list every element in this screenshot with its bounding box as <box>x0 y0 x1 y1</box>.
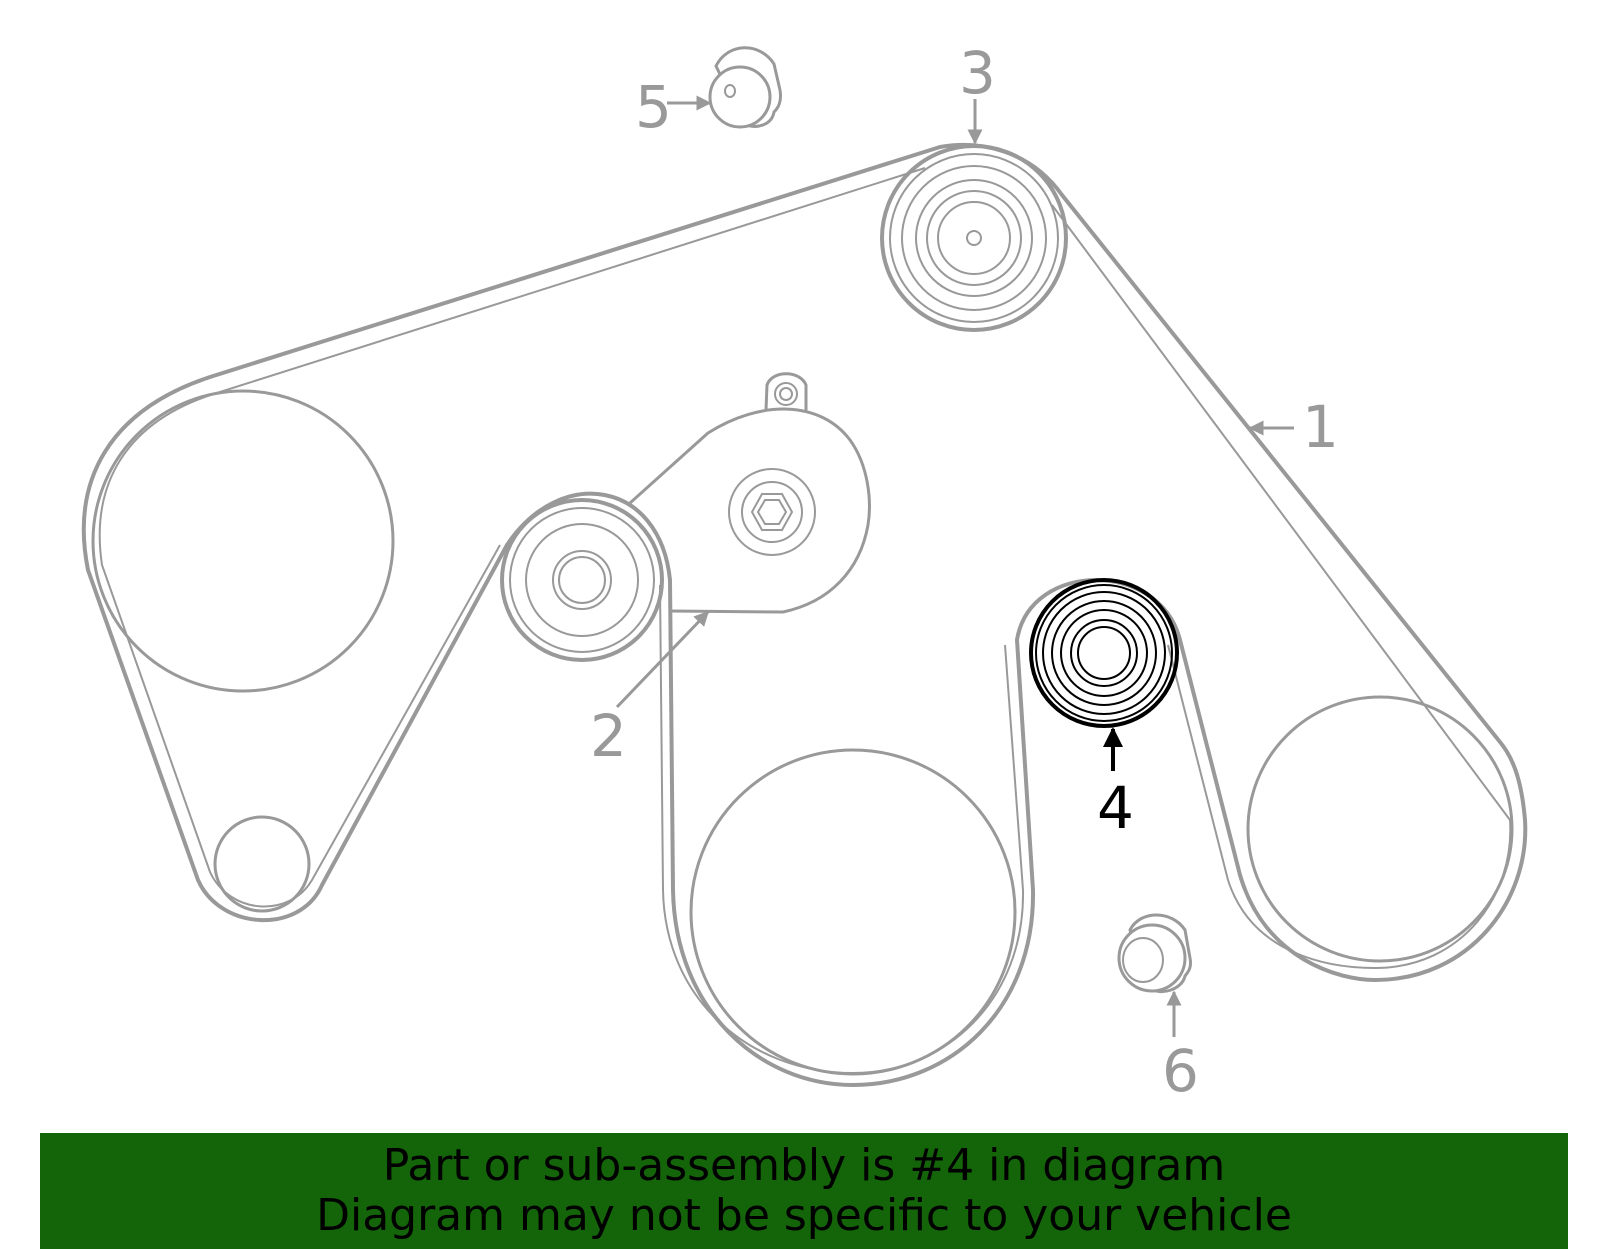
pulley-cover-top <box>708 46 782 129</box>
leader-arrow-2 <box>615 610 710 709</box>
callout-1: 1 <box>1302 393 1339 461</box>
callout-3: 3 <box>959 39 996 107</box>
crankshaft-pulley <box>689 748 1017 1076</box>
callout-5: 5 <box>635 73 672 141</box>
serpentine-belt-inner <box>98 167 1512 1075</box>
callout-4: 4 <box>1097 774 1134 842</box>
pulley-right <box>1246 695 1514 963</box>
banner-line-part: Part or sub-assembly is #4 in diagram <box>382 1140 1226 1191</box>
idler-pulley-highlighted <box>1029 578 1179 728</box>
crank-pulley-left <box>91 389 395 693</box>
small-pulley-bottom-left <box>213 815 311 913</box>
idler-pulley-top <box>880 144 1068 332</box>
serpentine-belt <box>81 143 1528 1087</box>
part-info-banner: Part or sub-assembly is #4 in diagram Di… <box>40 1133 1568 1249</box>
pulley-cover-bottom <box>1117 913 1192 993</box>
callout-2: 2 <box>590 702 627 770</box>
belt-tensioner <box>500 372 871 662</box>
banner-line-disclaimer: Diagram may not be specific to your vehi… <box>316 1190 1292 1241</box>
callout-6: 6 <box>1162 1037 1199 1105</box>
